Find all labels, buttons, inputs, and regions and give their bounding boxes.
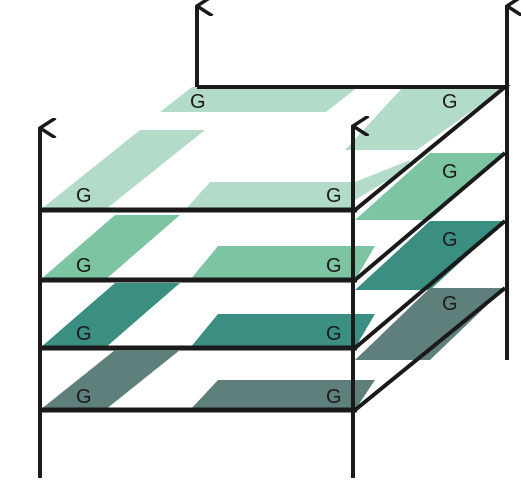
layer-1: G G G G (38, 85, 511, 213)
layer-1-region-left (40, 130, 205, 210)
layer-2-label-right: G (442, 161, 458, 183)
layer-4-label-right: G (442, 293, 458, 315)
layer-4-region-front (190, 380, 375, 410)
layer-4-region-left (40, 350, 180, 410)
layer-1-region-back (160, 87, 358, 112)
layer-2-region-right (355, 153, 505, 220)
layer-3-label-front: G (326, 323, 342, 345)
layer-1-region-right-back (345, 87, 505, 150)
layer-3-label-left: G (76, 323, 92, 345)
layer-4: G G G (38, 286, 507, 413)
layer-1-label-front: G (326, 185, 342, 207)
layer-1-label-back: G (190, 91, 206, 113)
layer-2-region-front (190, 246, 375, 280)
layer-3: G G G (38, 219, 507, 351)
layer-1-region-front (185, 182, 355, 210)
layer-3-region-left (40, 283, 180, 348)
layer-3-region-front (190, 314, 375, 348)
layer-1-label-left: G (76, 185, 92, 207)
layer-1-region-right-front (355, 160, 410, 200)
layer-4-region-right (355, 288, 505, 360)
layer-1-label-right: G (442, 91, 458, 113)
layer-4-label-left: G (76, 386, 92, 408)
layer-2-label-front: G (326, 255, 342, 277)
layer-3-label-right: G (442, 229, 458, 251)
layer-4-label-front: G (326, 386, 342, 408)
layer-3-region-right (355, 221, 505, 290)
layer-2-label-left: G (76, 255, 92, 277)
layer-2-region-left (40, 215, 180, 280)
